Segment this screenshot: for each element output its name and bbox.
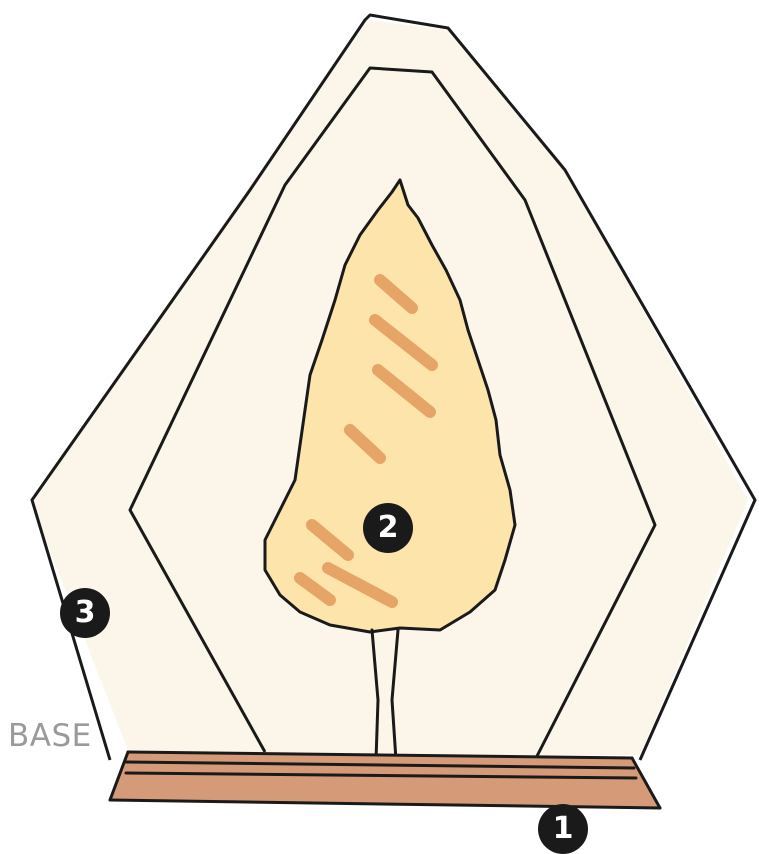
marker-2-tree: 2 xyxy=(363,503,413,553)
marker-1-base: 1 xyxy=(538,804,588,854)
marker-3-frame: 3 xyxy=(60,588,110,638)
base-label: BASE xyxy=(8,718,92,754)
base-slab xyxy=(110,752,660,808)
